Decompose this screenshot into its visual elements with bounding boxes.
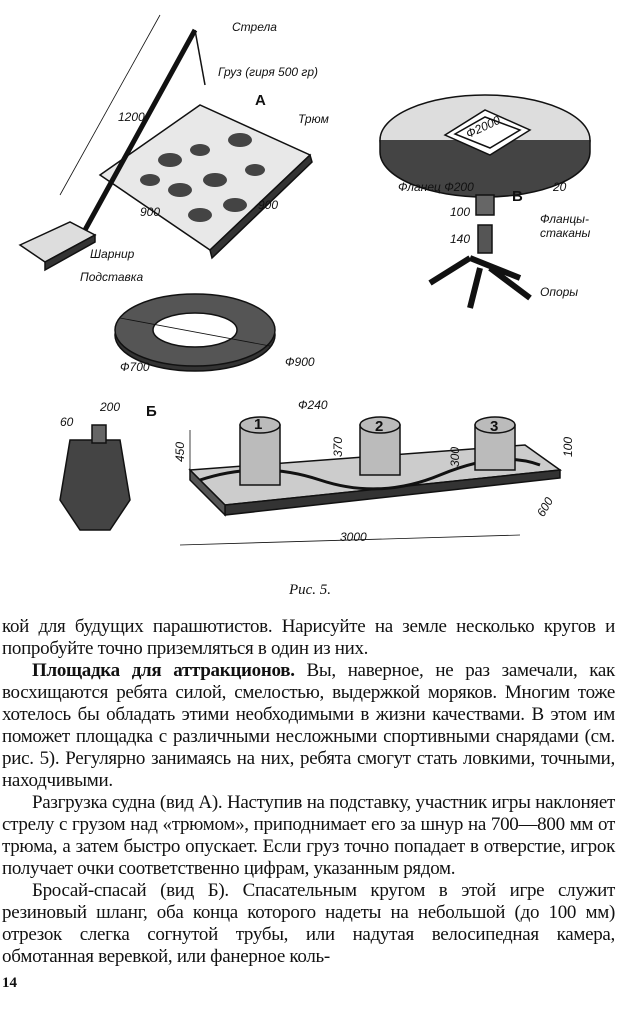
can-number-2: 2 <box>375 418 384 435</box>
dim-200: 200 <box>100 400 121 414</box>
dim-450: 450 <box>173 441 188 463</box>
paragraph-2-heading: Площадка для аттракционов. <box>32 660 295 681</box>
label-podstavka: Подставка <box>80 270 144 284</box>
dim-1200: 1200 <box>118 110 145 124</box>
dim-100b: 100 <box>561 436 576 458</box>
figure-illustration <box>18 14 591 546</box>
dim-3000: 3000 <box>340 530 367 544</box>
paragraph-2-text: Вы, наверное, не раз замечали, как восхи… <box>2 660 615 791</box>
dim-900-b: 900 <box>258 198 279 212</box>
label-sharnir: Шарнир <box>90 247 135 261</box>
dim-370: 370 <box>331 436 346 458</box>
body-text: кой для будущих парашютистов. Нарисуйте … <box>2 616 615 968</box>
can-number-1: 1 <box>254 416 263 433</box>
paragraph-3: Разгрузка судна (вид А). Наступив на под… <box>2 792 615 879</box>
dim-20: 20 <box>553 180 567 194</box>
boom <box>82 28 198 232</box>
label-strela: Стрела <box>232 20 277 34</box>
paragraph-2: Площадка для аттракционов. Вы, наверное,… <box>2 660 615 792</box>
label-flantsy: Фланцы- <box>540 212 590 226</box>
label-view-v: В <box>512 188 523 205</box>
text-flow: кой для будущих парашютистов. Нарисуйте … <box>2 616 615 992</box>
label-d900: Ф900 <box>285 355 315 369</box>
dim-100: 100 <box>450 205 471 219</box>
can-number-3: 3 <box>490 418 499 435</box>
peg <box>59 439 131 531</box>
label-d700: Ф700 <box>120 360 150 374</box>
label-gruz: Груз (гиря 500 гр) <box>218 65 319 79</box>
figure-caption: Рис. 5. <box>288 582 332 598</box>
figure-5: Стрела Груз (гиря 500 гр) А Трюм 1200 90… <box>18 14 591 546</box>
paragraph-1: кой для будущих парашютистов. Нарисуйте … <box>2 616 615 659</box>
dim-300: 300 <box>448 446 463 468</box>
label-stakany: стаканы <box>540 226 591 240</box>
dim-60: 60 <box>60 415 74 429</box>
dim-140: 140 <box>450 232 471 246</box>
page-number: 14 <box>2 975 17 991</box>
label-flanets: Фланец Ф200 <box>398 180 474 194</box>
dim-900-a: 900 <box>140 205 161 219</box>
label-tryum: Трюм <box>298 112 329 126</box>
label-view-b: Б <box>146 403 157 420</box>
label-view-a: А <box>255 92 266 109</box>
label-d240: Ф240 <box>298 398 328 412</box>
label-opory: Опоры <box>540 285 579 299</box>
paragraph-4: Бросай-спасай (вид Б). Спасательным круг… <box>2 880 615 967</box>
